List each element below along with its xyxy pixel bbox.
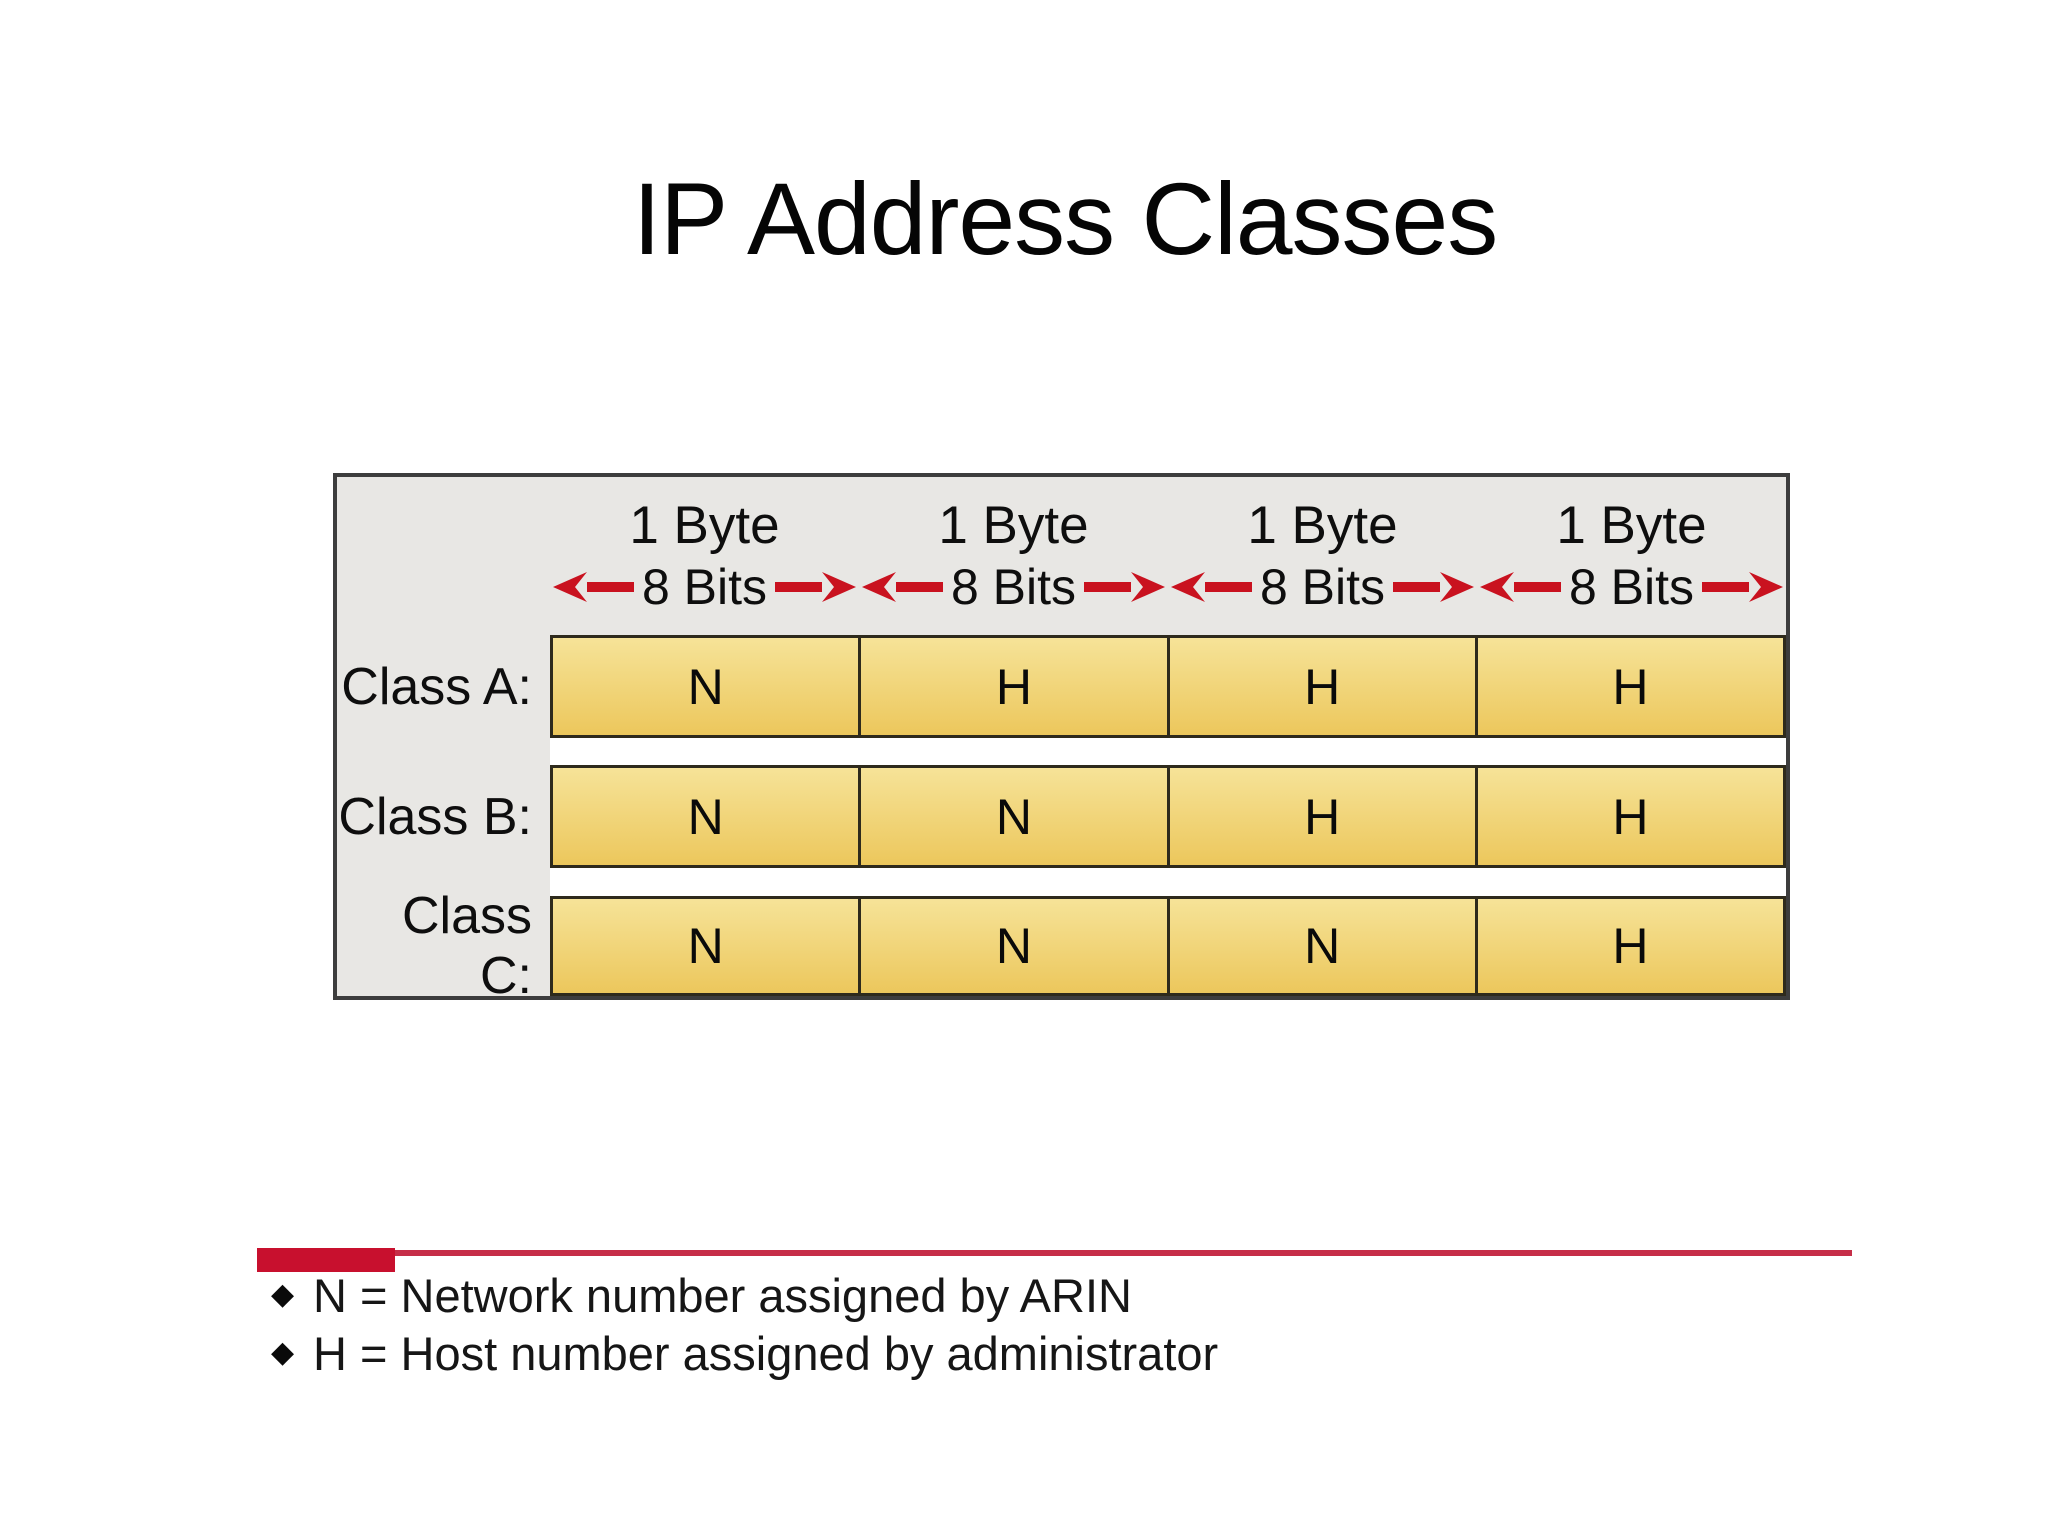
arrow-tail xyxy=(1205,582,1252,592)
byte-cell: H xyxy=(1474,899,1783,993)
class-b-label: Class B: xyxy=(338,787,532,846)
arrow-left-icon xyxy=(1480,570,1561,604)
byte-cell: H xyxy=(1166,638,1475,735)
row-gap xyxy=(550,738,1786,765)
bits-span: 8 Bits xyxy=(550,561,859,613)
red-divider-line xyxy=(257,1250,1852,1256)
arrow-tail xyxy=(1514,582,1561,592)
arrow-left-icon xyxy=(862,570,943,604)
bits-label: 8 Bits xyxy=(950,559,1077,615)
legend-text: H = Host number assigned by administrato… xyxy=(313,1326,1219,1380)
byte-column-header-3: 1 Byte 8 Bits xyxy=(1168,477,1477,635)
arrow-right-icon xyxy=(1084,570,1165,604)
row-gap xyxy=(550,868,1786,896)
bits-span: 8 Bits xyxy=(859,561,1168,613)
arrow-tail xyxy=(1702,582,1749,592)
bits-span: 8 Bits xyxy=(1168,561,1477,613)
diamond-bullet-icon: ◆ xyxy=(271,1278,295,1311)
byte-cell: H xyxy=(1474,638,1783,735)
class-a-label: Class A: xyxy=(341,657,532,716)
byte-header-row: 1 Byte 8 Bits 1 Byte 8 Bits 1 Byte 8 Bit… xyxy=(550,477,1786,635)
arrow-left-icon xyxy=(1171,570,1252,604)
red-accent-block xyxy=(257,1248,395,1272)
byte-column-header-1: 1 Byte 8 Bits xyxy=(550,477,859,635)
arrow-left-icon xyxy=(553,570,634,604)
byte-cell: N xyxy=(687,918,724,974)
byte-cell: N xyxy=(858,899,1166,993)
legend-item-network: ◆ N = Network number assigned by ARIN xyxy=(271,1271,1132,1319)
slide-title: IP Address Classes xyxy=(632,162,1499,276)
byte-label: 1 Byte xyxy=(1247,496,1398,555)
byte-cell: H xyxy=(858,638,1166,735)
byte-column-header-2: 1 Byte 8 Bits xyxy=(859,477,1168,635)
byte-cell: H xyxy=(1474,768,1783,865)
byte-cell: N xyxy=(858,768,1166,865)
arrow-tail xyxy=(1393,582,1440,592)
byte-cell: H xyxy=(1166,768,1475,865)
legend-text: N = Network number assigned by ARIN xyxy=(313,1268,1132,1322)
byte-column-header-4: 1 Byte 8 Bits xyxy=(1477,477,1786,635)
arrow-right-icon xyxy=(775,570,856,604)
arrow-tail xyxy=(1084,582,1131,592)
byte-label: 1 Byte xyxy=(629,496,780,555)
class-label-column: Class A: Class B: Class C: xyxy=(337,477,550,1006)
byte-cell: N xyxy=(687,658,724,715)
byte-cells-grid: N H H H N N H H N N N H xyxy=(550,635,1786,996)
bits-label: 8 Bits xyxy=(641,559,768,615)
diamond-bullet-icon: ◆ xyxy=(271,1336,295,1369)
class-c-row: N N N H xyxy=(550,896,1786,996)
arrow-tail xyxy=(775,582,822,592)
class-a-row: N H H H xyxy=(550,635,1786,738)
bits-label: 8 Bits xyxy=(1259,559,1386,615)
arrow-tail xyxy=(587,582,634,592)
byte-cell: N xyxy=(687,788,724,845)
arrow-tail xyxy=(896,582,943,592)
ip-class-diagram: 1 Byte 8 Bits 1 Byte 8 Bits 1 Byte 8 Bit… xyxy=(333,473,1790,1006)
class-b-row: N N H H xyxy=(550,765,1786,868)
bits-span: 8 Bits xyxy=(1477,561,1786,613)
byte-cell: N xyxy=(1166,899,1475,993)
arrow-right-icon xyxy=(1702,570,1783,604)
legend-item-host: ◆ H = Host number assigned by administra… xyxy=(271,1329,1218,1377)
class-c-label: Class C: xyxy=(401,887,532,1005)
bits-label: 8 Bits xyxy=(1568,559,1695,615)
byte-label: 1 Byte xyxy=(938,496,1089,555)
arrow-right-icon xyxy=(1393,570,1474,604)
byte-label: 1 Byte xyxy=(1556,496,1707,555)
